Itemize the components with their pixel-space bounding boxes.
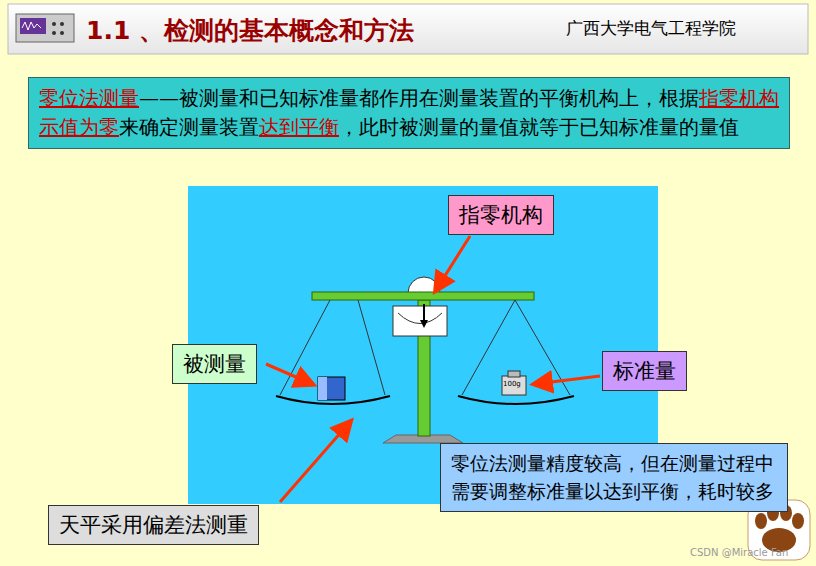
text-run: ——被测量和已知标准量都作用在测量装置的平衡机构上，根据: [139, 86, 699, 110]
text-run: 零位法测量精度较高，但在测量过程中需要调整标准量以达到平衡，耗时较多: [451, 452, 774, 502]
callout-box: 标准量: [602, 351, 687, 391]
text-run: 天平采用偏差法测重: [59, 513, 248, 537]
callout-box: 指零机构: [448, 195, 554, 235]
watermark: CSDN @Miracle Fan: [690, 548, 788, 558]
highlight-run: 达到平衡: [259, 115, 339, 139]
text-run: ，此时被测量的量值就等于已知标准量的量值: [339, 115, 739, 139]
callout-box: 被测量: [172, 344, 257, 384]
weight-marking: 100g: [503, 381, 521, 388]
highlight-run: 零位法测量: [39, 86, 139, 110]
instrument-icon: [16, 14, 74, 42]
text-run: 来确定测量装置: [119, 115, 259, 139]
text-run: 指零机构: [459, 203, 543, 227]
definition-box: 零位法测量——被测量和已知标准量都作用在测量装置的平衡机构上，根据指零机构示值为…: [28, 77, 790, 149]
slide-title: 1.1 、检测的基本概念和方法: [86, 14, 414, 47]
note-box: 零位法测量精度较高，但在测量过程中需要调整标准量以达到平衡，耗时较多: [440, 443, 788, 512]
title-band: [8, 4, 808, 54]
balance: [276, 277, 574, 443]
institution-name: 广西大学电气工程学院: [566, 20, 736, 37]
text-run: 被测量: [183, 352, 246, 376]
note-box: 天平采用偏差法测重: [48, 505, 259, 545]
text-run: 标准量: [613, 359, 676, 383]
